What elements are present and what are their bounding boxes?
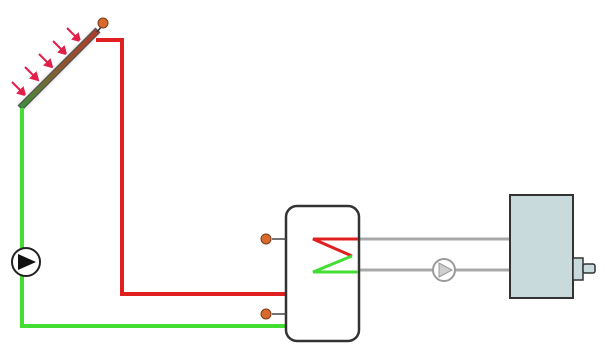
pump-icon xyxy=(11,247,41,277)
tank-upper-sensor-icon xyxy=(260,233,286,245)
sun-arrow-icon xyxy=(11,81,27,97)
sun-arrow-icon xyxy=(52,40,68,56)
collector-sensor-icon xyxy=(96,17,109,33)
tank-lower-sensor-icon xyxy=(260,308,286,320)
pump-icon xyxy=(432,258,456,282)
boiler-icon xyxy=(509,194,596,299)
sun-rays xyxy=(11,27,82,97)
solar-panel-icon xyxy=(16,26,102,112)
sun-arrow-icon xyxy=(66,27,82,43)
hot-supply-pipe xyxy=(96,38,287,296)
sun-arrow-icon xyxy=(38,53,54,69)
sun-arrow-icon xyxy=(24,66,40,82)
coil-icon xyxy=(312,237,358,274)
cold-return-pipe xyxy=(20,108,287,328)
